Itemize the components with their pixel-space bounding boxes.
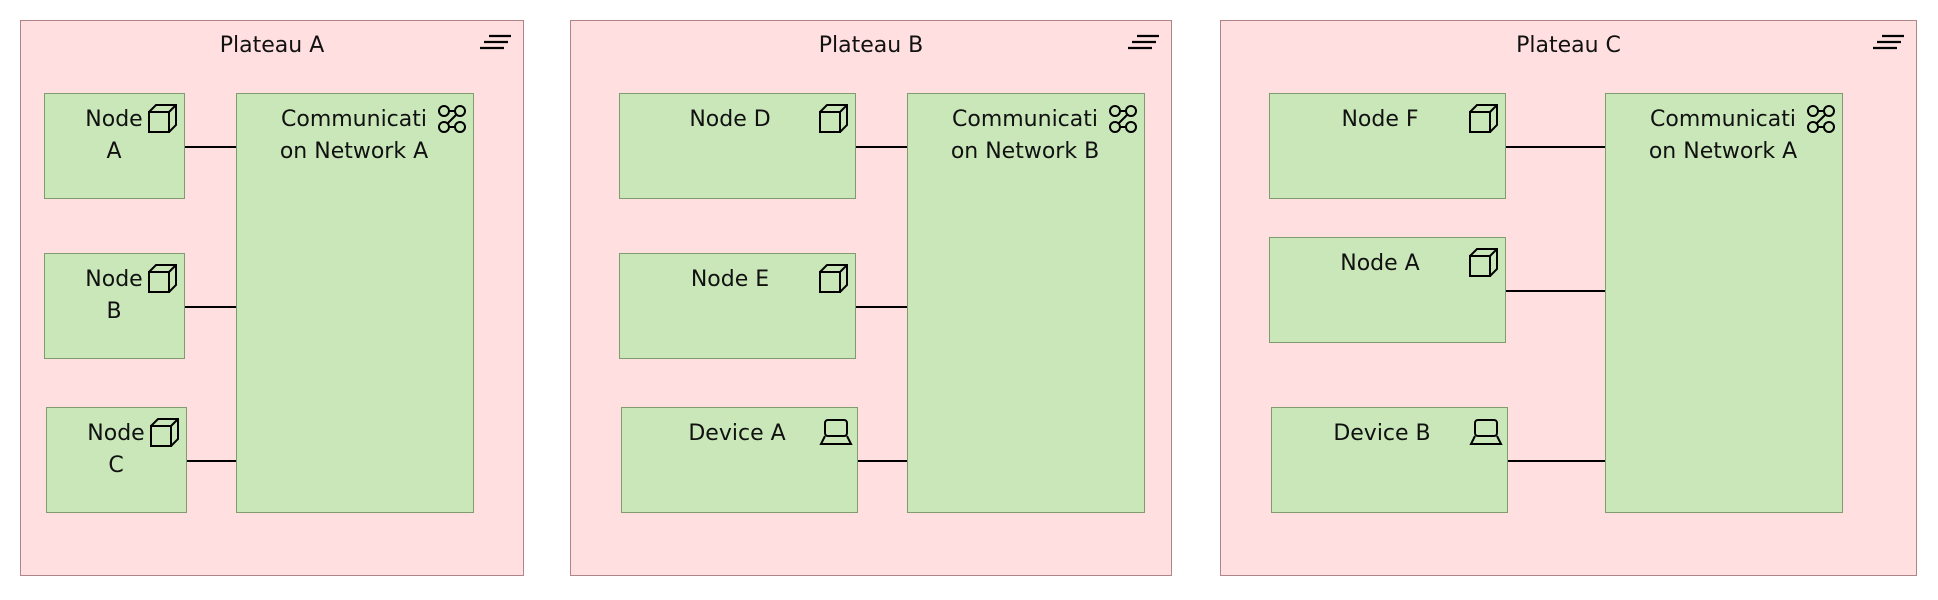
node-a-c[interactable]: Node A — [1269, 237, 1506, 343]
connector-device-b-network — [1508, 460, 1606, 462]
communication-network-a[interactable]: Communication Network A — [236, 93, 474, 513]
node-b-label: Node B — [85, 267, 143, 324]
device-b[interactable]: Device B — [1271, 407, 1508, 513]
node-icon — [146, 102, 180, 136]
plateau-a-title: Plateau A — [219, 33, 325, 58]
plateau-icon — [479, 33, 513, 53]
plateau-a[interactable]: Plateau A Node A Node B Node C Communica… — [20, 20, 524, 576]
node-icon — [1467, 102, 1501, 136]
node-icon — [146, 262, 180, 296]
connector-node-d-network — [856, 146, 908, 148]
node-f[interactable]: Node F — [1269, 93, 1506, 199]
plateau-icon — [1127, 33, 1161, 53]
node-icon — [817, 102, 851, 136]
node-d[interactable]: Node D — [619, 93, 856, 199]
communication-network-a-c-label: Communication Network A — [1648, 107, 1798, 164]
connector-device-a-network — [858, 460, 908, 462]
node-e[interactable]: Node E — [619, 253, 856, 359]
communication-network-b[interactable]: Communication Network B — [907, 93, 1145, 513]
node-a[interactable]: Node A — [44, 93, 185, 199]
communication-network-b-label: Communication Network B — [950, 107, 1100, 164]
node-e-label: Node E — [690, 267, 770, 292]
communication-network-icon — [1804, 102, 1838, 136]
connector-node-f-network — [1506, 146, 1606, 148]
device-b-label: Device B — [1333, 421, 1431, 446]
node-f-label: Node F — [1341, 107, 1419, 132]
plateau-c-title: Plateau C — [1516, 33, 1621, 58]
communication-network-icon — [435, 102, 469, 136]
node-c-label: Node C — [87, 421, 145, 478]
connector-node-b-network — [185, 306, 237, 308]
communication-network-a-c[interactable]: Communication Network A — [1605, 93, 1843, 513]
connector-node-a-network — [185, 146, 237, 148]
node-b[interactable]: Node B — [44, 253, 185, 359]
plateau-c[interactable]: Plateau C Node F Node A Device B Communi… — [1220, 20, 1917, 576]
device-a[interactable]: Device A — [621, 407, 858, 513]
device-icon — [1469, 416, 1503, 450]
communication-network-a-label: Communication Network A — [279, 107, 429, 164]
plateau-icon — [1872, 33, 1906, 53]
connector-node-c-network — [187, 460, 237, 462]
connector-node-e-network — [856, 306, 908, 308]
node-a-c-label: Node A — [1340, 251, 1420, 276]
node-a-label: Node A — [85, 107, 143, 164]
device-icon — [819, 416, 853, 450]
node-c[interactable]: Node C — [46, 407, 187, 513]
device-a-label: Device A — [688, 421, 786, 446]
communication-network-icon — [1106, 102, 1140, 136]
plateau-b-title: Plateau B — [818, 33, 924, 58]
node-icon — [817, 262, 851, 296]
node-icon — [148, 416, 182, 450]
plateau-b[interactable]: Plateau B Node D Node E Device A Communi… — [570, 20, 1172, 576]
node-d-label: Node D — [689, 107, 771, 132]
node-icon — [1467, 246, 1501, 280]
connector-node-a-c-network — [1506, 290, 1606, 292]
